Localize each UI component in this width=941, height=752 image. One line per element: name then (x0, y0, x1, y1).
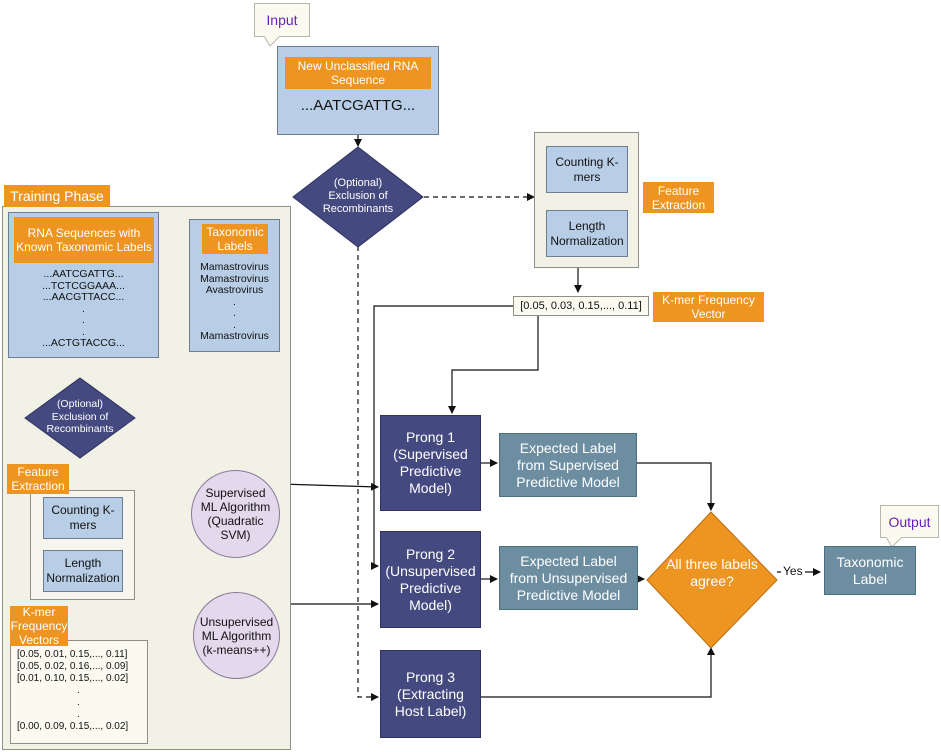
yes-label: Yes (781, 564, 805, 578)
decision-line1: All three labels (666, 556, 758, 572)
input-callout-text: Input (266, 12, 298, 28)
unsupervised-ml-text: Unsupervised ML Algorithm (k-means++) (199, 614, 274, 657)
kmer-vectors-box: [0.05, 0.01, 0.15,..., 0.11] [0.05, 0.02… (10, 640, 148, 744)
kmer-vector-line: [0.05, 0.02, 0.16,..., 0.09] (17, 661, 129, 672)
feature-extraction-text-top: Feature Extraction (651, 183, 706, 212)
taxonomic-label-list: Mamastrovirus Mamastrovirus Avastrovirus… (190, 261, 279, 343)
kmer-vector-line: . (77, 685, 80, 696)
length-normalization-box-top: Length Normalization (546, 210, 628, 257)
kmer-vectors-label: K-mer Frequency Vectors (10, 605, 68, 647)
arrow-exclusion-to-prong3 (357, 246, 379, 701)
arrow-vector-to-prong1 (448, 316, 539, 414)
taxonomic-labels-box: Taxonomic Labels Mamastrovirus Mamastrov… (189, 219, 280, 352)
input-header-text: New Unclassified RNA Sequence (297, 59, 419, 87)
kmer-vector-line: [0.00, 0.09, 0.15,..., 0.02] (17, 721, 129, 732)
rna-sequence-line: ...ACTGTACCG... (42, 337, 125, 349)
prong-3-box: Prong 3 (Extracting Host Label) (380, 650, 481, 738)
training-phase-title-text: Training Phase (10, 188, 104, 204)
kmer-vector-line: . (77, 709, 80, 720)
kmer-vector-label: K-mer Frequency Vector (653, 292, 764, 322)
rna-sequences-box: RNA Sequences with Known Taxonomic Label… (8, 212, 159, 358)
taxonomic-label-line: Mamastrovirus (200, 272, 269, 285)
decision-diamond (646, 511, 778, 649)
input-header: New Unclassified RNA Sequence (285, 57, 431, 89)
feature-extraction-panel-top: Counting K-mers Length Normalization (534, 132, 639, 268)
length-normalization-text-top: Length Normalization (550, 218, 624, 248)
expected-label-supervised: Expected Label from Supervised Predictiv… (499, 433, 637, 497)
length-normalization-box-training: Length Normalization (43, 550, 123, 592)
output-callout: Output (880, 505, 939, 538)
rna-sequence-list: ...AATCGATTG... ...TCTCGGAAA... ...AACGT… (9, 268, 158, 350)
prong-3-text: Prong 3 (Extracting Host Label) (394, 668, 467, 719)
exclusion-diamond-top (292, 146, 424, 248)
kmer-vector-line: . (77, 697, 80, 708)
exclusion-top-line2: Exclusion of (328, 190, 388, 202)
supervised-ml-algorithm: Supervised ML Algorithm (Quadratic SVM) (191, 470, 280, 558)
training-phase-title: Training Phase (4, 185, 110, 207)
rna-sequences-header: RNA Sequences with Known Taxonomic Label… (14, 217, 154, 263)
unsupervised-ml-algorithm: Unsupervised ML Algorithm (k-means++) (193, 592, 280, 679)
taxonomic-label-line: Mamastrovirus (200, 330, 269, 342)
input-callout: Input (254, 3, 310, 37)
taxonomic-labels-header: Taxonomic Labels (202, 224, 268, 254)
kmer-vectors-label-text: K-mer Frequency Vectors (10, 605, 68, 647)
decision-line2: agree? (690, 573, 734, 589)
taxonomic-label-line: Mamastrovirus (200, 261, 269, 273)
taxonomic-label-line: . (233, 307, 236, 319)
expected-label-supervised-text: Expected Label from Supervised Predictiv… (516, 439, 620, 490)
rna-sequence-line: . (82, 314, 85, 326)
decision-label: All three labels agree? (660, 556, 764, 590)
length-normalization-text-training: Length Normalization (46, 556, 120, 585)
arrow-vector-to-prong2 (371, 305, 513, 570)
exclusion-top-line3: Recombinants (322, 203, 394, 215)
exclusion-top-label: (Optional) Exclusion of Recombinants (311, 177, 405, 216)
exclusion-training-line1: (Optional) (56, 398, 104, 410)
counting-kmers-box-training: Counting K-mers (43, 497, 123, 539)
counting-kmers-text-training: Counting K-mers (51, 503, 115, 532)
exclusion-training-line3: Recombinants (46, 423, 114, 435)
taxonomic-label-output-text: Taxonomic Label (836, 553, 904, 587)
taxonomic-label-line: . (233, 295, 236, 308)
supervised-ml-text: Supervised ML Algorithm (Quadratic SVM) (200, 486, 271, 542)
rna-sequences-header-text: RNA Sequences with Known Taxonomic Label… (16, 226, 152, 254)
rna-sequence-line: ...TCTCGGAAA... (42, 279, 125, 292)
prong-2-text: Prong 2 (Unsupervised Predictive Model) (385, 545, 476, 613)
exclusion-diamond-training (24, 377, 136, 459)
taxonomic-labels-header-text: Taxonomic Labels (206, 225, 264, 253)
arrow-supervised-to-prong1 (279, 482, 379, 491)
output-callout-text: Output (888, 513, 931, 530)
input-callout-tail (263, 36, 281, 47)
feature-extraction-label-top: Feature Extraction (643, 182, 714, 213)
prong-1-text: Prong 1 (Supervised Predictive Model) (393, 429, 468, 496)
exclusion-training-label: (Optional) Exclusion of Recombinants (37, 398, 123, 436)
arrow-expected1-to-decision (637, 462, 715, 511)
kmer-vector-line: [0.05, 0.01, 0.15,..., 0.11] (17, 649, 128, 660)
feature-extraction-panel-training: Counting K-mers Length Normalization (30, 490, 135, 600)
taxonomic-label-output: Taxonomic Label (824, 546, 916, 595)
counting-kmers-text-top: Counting K-mers (555, 154, 619, 184)
expected-label-unsupervised: Expected Label from Unsupervised Predict… (499, 546, 638, 610)
prong-1-box: Prong 1 (Supervised Predictive Model) (380, 415, 481, 511)
rna-sequence-line: . (82, 302, 85, 315)
kmer-vector-list: [0.05, 0.01, 0.15,..., 0.11] [0.05, 0.02… (17, 649, 147, 733)
feature-extraction-label-training: Feature Extraction (7, 464, 69, 494)
kmer-vector-line: [0.01, 0.10, 0.15,..., 0.02] (17, 673, 129, 684)
taxonomic-label-line: Avastrovirus (205, 284, 264, 296)
kmer-vector-box: [0.05, 0.03, 0.15,..., 0.11] (513, 296, 649, 316)
exclusion-top-line1: (Optional) (333, 177, 383, 189)
kmer-vector-label-text: K-mer Frequency Vector (662, 293, 755, 321)
taxonomic-label-line: . (233, 318, 236, 331)
input-sequence: ...AATCGATTG... (300, 97, 416, 114)
counting-kmers-box-top: Counting K-mers (546, 146, 628, 193)
arrow-prong3-to-decision (481, 647, 715, 698)
feature-extraction-text-training: Feature Extraction (11, 465, 65, 493)
rna-sequence-line: ...AACGTTACC... (42, 291, 125, 303)
expected-label-unsupervised-text: Expected Label from Unsupervised Predict… (509, 552, 628, 603)
rna-sequence-line: ...AATCGATTG... (43, 268, 124, 280)
exclusion-training-line2: Exclusion of (51, 410, 109, 423)
prong-2-box: Prong 2 (Unsupervised Predictive Model) (380, 531, 481, 628)
rna-sequence-line: . (82, 325, 85, 338)
input-box: New Unclassified RNA Sequence ...AATCGAT… (277, 46, 439, 135)
